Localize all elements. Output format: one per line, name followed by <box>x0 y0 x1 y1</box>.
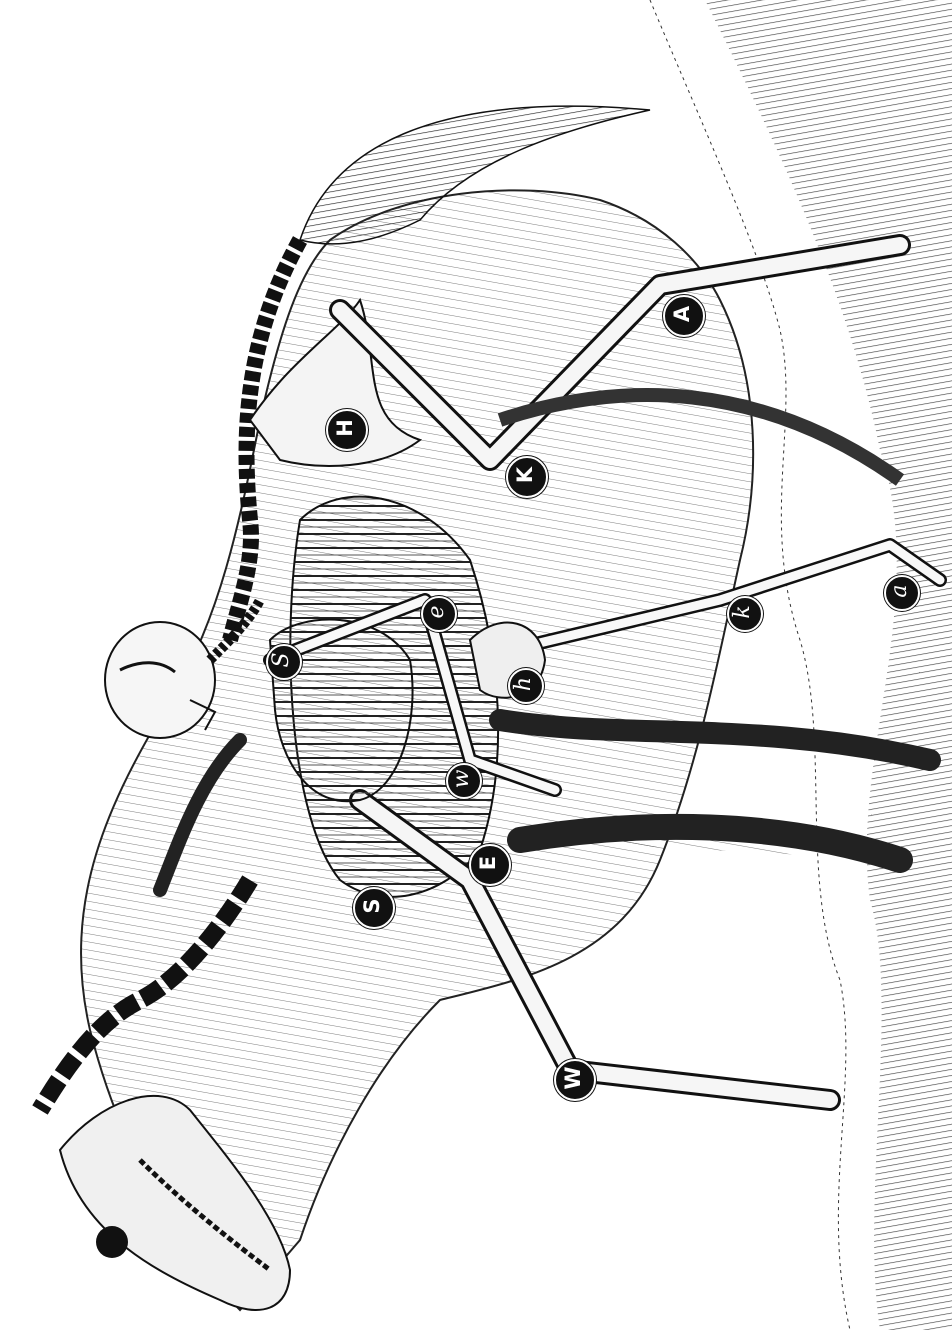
marker-label: w <box>446 763 478 795</box>
marker-label: W <box>554 1059 592 1097</box>
marker-label: K <box>506 456 544 494</box>
marker-label: S <box>266 644 298 676</box>
marker-label: H <box>326 409 364 447</box>
human-skull <box>105 622 215 738</box>
horse-eye-socket <box>96 1226 128 1258</box>
marker-label: e <box>421 596 453 628</box>
marker-label: h <box>508 668 540 700</box>
marker-label: A <box>663 295 701 333</box>
marker-label: a <box>884 575 916 607</box>
marker-label: E <box>469 844 507 882</box>
marker-label: k <box>727 596 759 628</box>
marker-label: S <box>353 887 391 925</box>
